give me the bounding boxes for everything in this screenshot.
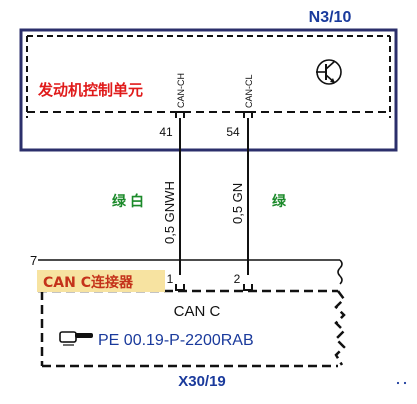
corner-dot-right	[403, 381, 407, 385]
connector-pin-1: 1	[167, 272, 174, 286]
connector-wave-top	[337, 259, 343, 285]
connector-wavy-right	[334, 290, 346, 366]
wire-left-color: 绿白	[112, 193, 148, 210]
pointing-hand-icon	[59, 331, 93, 346]
connector-pin-marker-left	[175, 284, 185, 291]
wire-right-spec: 0,5 GN	[230, 183, 245, 224]
connector-bus-label: CAN C	[174, 303, 221, 320]
ecu-pin-41: 41	[159, 125, 173, 139]
connector-pin-2: 2	[234, 272, 241, 286]
ecu-pin-marker-left	[175, 111, 185, 118]
connector-tag: CAN C连接器	[43, 274, 134, 291]
corner-dot-left	[396, 381, 400, 385]
wire-left-spec: 0,5 GNWH	[162, 181, 177, 244]
connector-pin-marker-right	[243, 284, 253, 291]
connector-ref-number: 7	[30, 253, 37, 268]
ecu-pin-54: 54	[226, 125, 240, 139]
ecu-name: 发动机控制单元	[37, 81, 143, 99]
ecu-pin-marker-right	[243, 111, 253, 118]
wire-right-color: 绿	[272, 193, 287, 210]
connector-doc-ref: PE 00.19-P-2200RAB	[98, 332, 254, 349]
ecu-code: N3/10	[309, 9, 352, 26]
connector-code: X30/19	[178, 373, 226, 390]
ecu-box	[19, 28, 398, 152]
transistor-icon	[316, 59, 342, 85]
pin-label-can-cl: CAN-CL	[244, 74, 254, 108]
pin-label-can-ch: CAN-CH	[176, 73, 186, 108]
connector-tag-bg	[37, 270, 165, 292]
